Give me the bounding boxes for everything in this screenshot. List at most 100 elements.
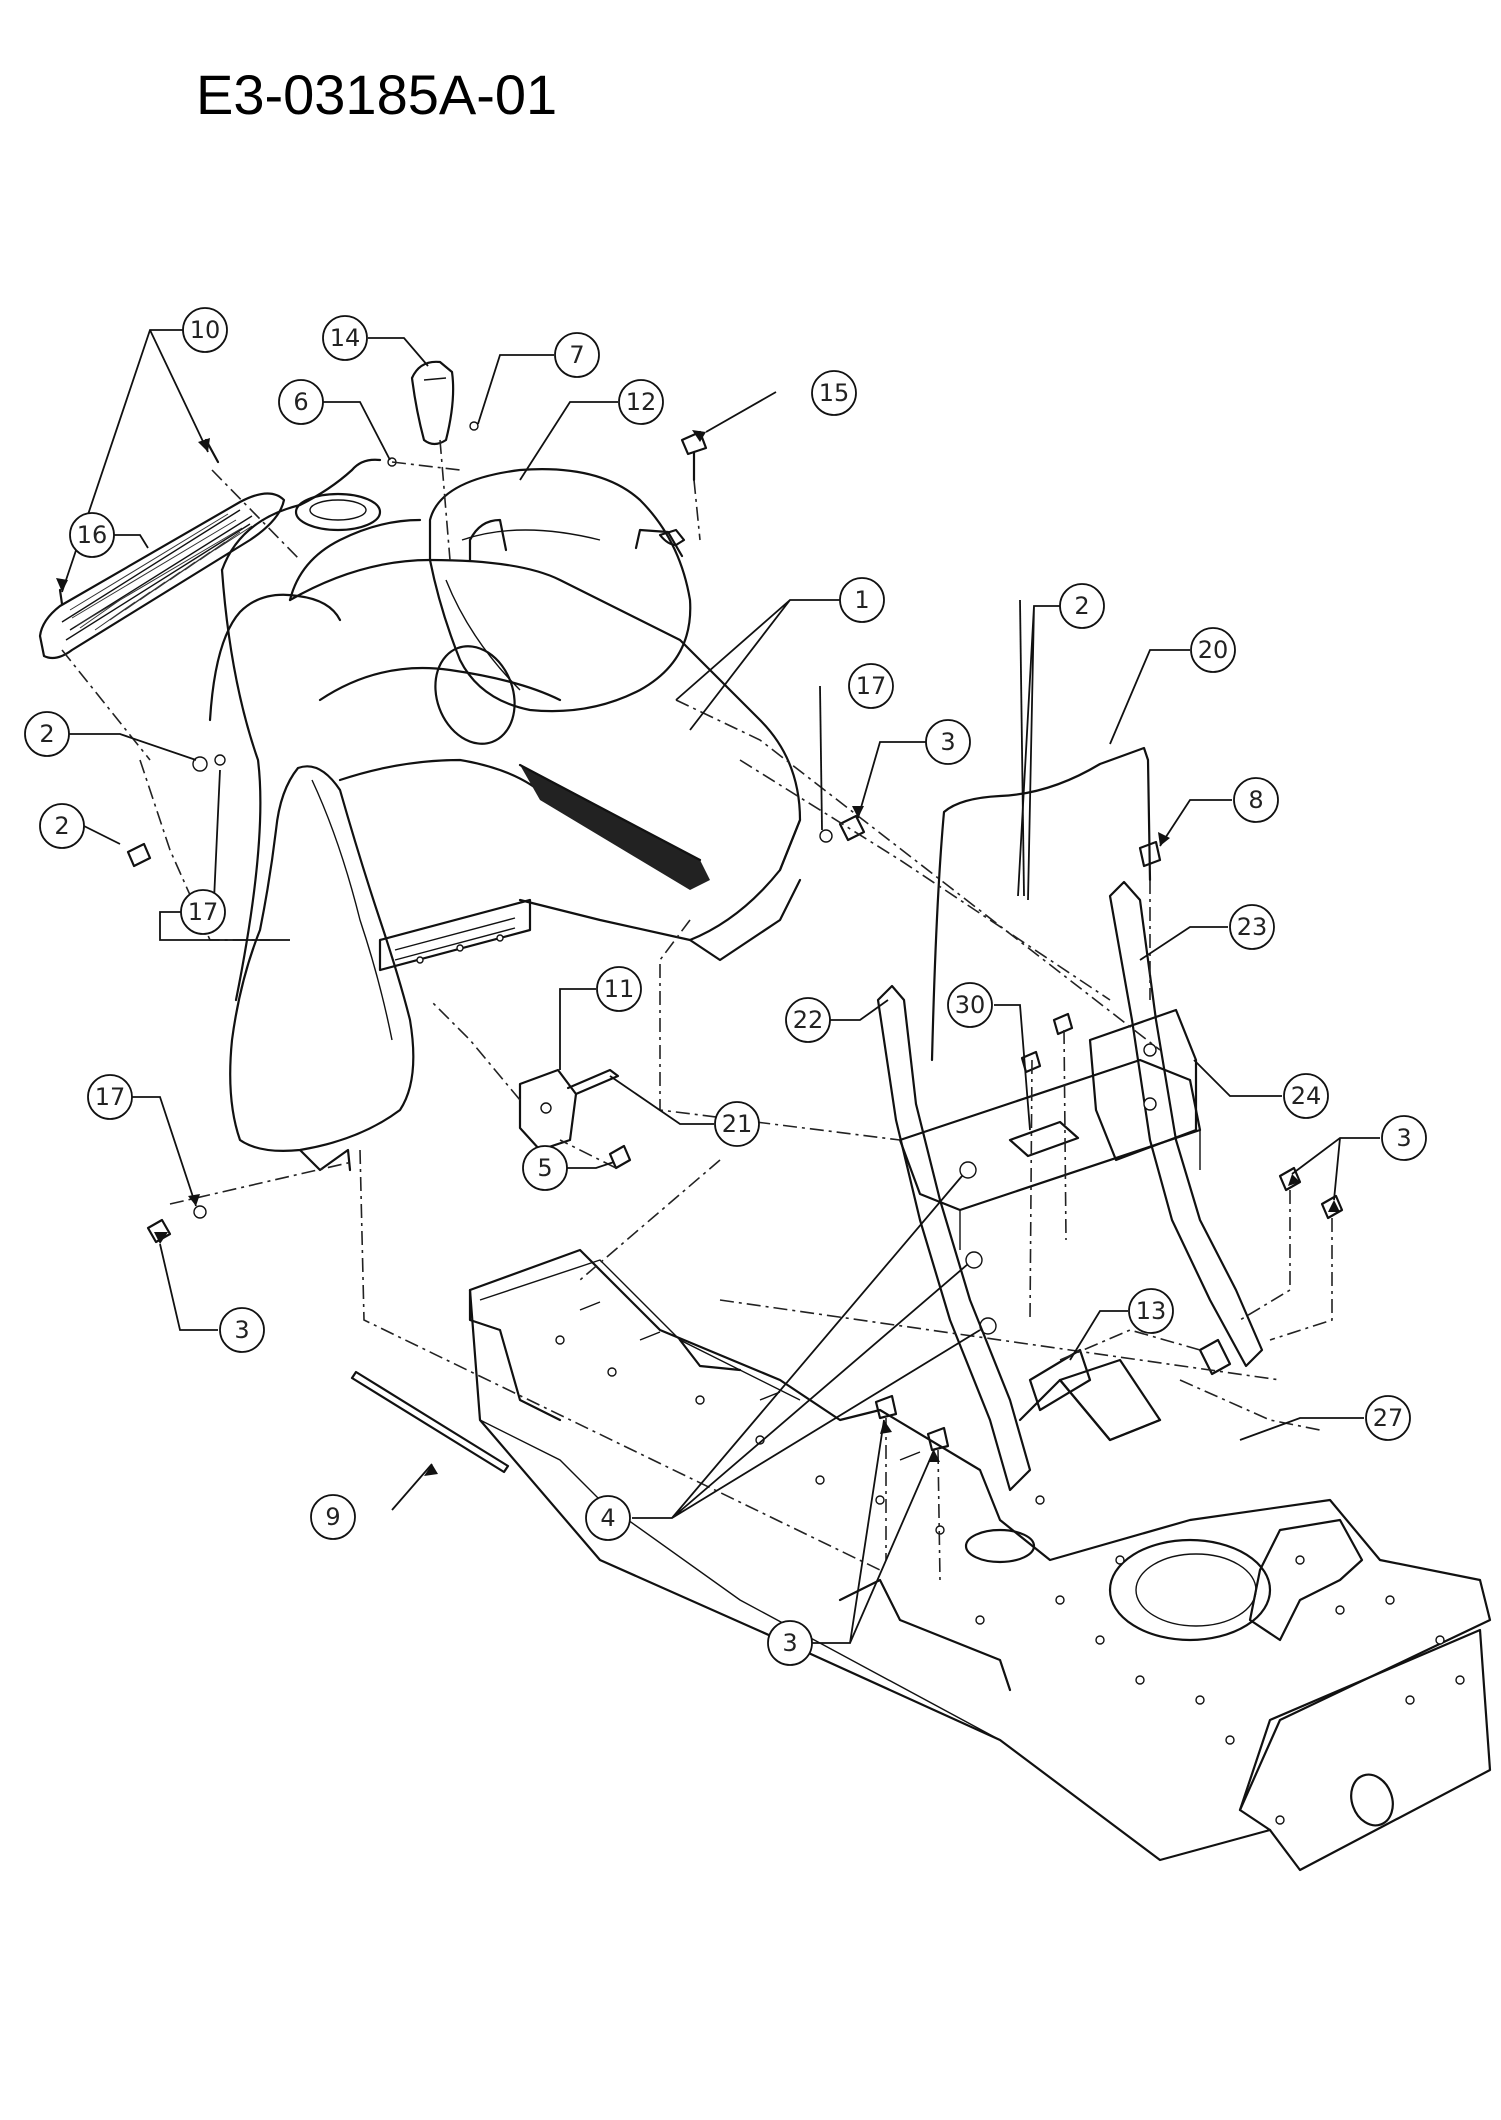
washer-7 — [469, 421, 479, 431]
frame-cutout-right — [1248, 1518, 1364, 1642]
callout-label: 30 — [955, 991, 986, 1019]
side-panel-front — [229, 765, 415, 1152]
callout-21: 21 — [714, 1101, 760, 1147]
bracket-11 — [518, 1068, 578, 1152]
callout-circle — [1283, 1073, 1329, 1119]
rail-slots — [579, 1301, 921, 1461]
bolt-3-lower-a — [874, 1394, 898, 1420]
vent-slot — [520, 765, 710, 890]
callout-circle — [947, 982, 993, 1028]
callout-label: 23 — [1237, 913, 1268, 941]
clip-2-left — [192, 756, 208, 772]
callout-8: 8 — [1233, 777, 1279, 823]
callout-circle — [785, 997, 831, 1043]
dash-left-ridge — [208, 593, 342, 722]
dash-support-post — [468, 518, 508, 562]
callout-17: 17 — [848, 663, 894, 709]
dash-body-inner — [318, 666, 562, 702]
callout-circle — [310, 1494, 356, 1540]
callout-label: 2 — [1074, 592, 1089, 620]
nut-30-b — [1052, 1012, 1074, 1036]
callout-circle — [1229, 904, 1275, 950]
fuel-cap-opening — [294, 492, 382, 532]
callout-circle — [618, 379, 664, 425]
bolt-3-right-b — [1320, 1194, 1344, 1220]
callout-circle — [767, 1620, 813, 1666]
callout-6: 6 — [278, 379, 324, 425]
callout-3: 3 — [767, 1620, 813, 1666]
bolt-3-top — [838, 814, 866, 842]
callout-22: 22 — [785, 997, 831, 1043]
callout-12: 12 — [618, 379, 664, 425]
callout-circle — [554, 332, 600, 378]
frame-rail-left — [479, 1259, 801, 1401]
cross-plate — [898, 1058, 1202, 1212]
frame-front-box — [1238, 1628, 1492, 1872]
cl-bolt-3-right-a — [1239, 1190, 1291, 1321]
cable-tie-9 — [350, 1370, 510, 1474]
dash-top-left — [220, 458, 382, 572]
nut-8 — [1138, 840, 1162, 868]
callout-circle — [278, 379, 324, 425]
lower-mount — [1058, 1358, 1162, 1442]
upright-left — [876, 984, 1032, 1492]
dash-left-flank — [220, 568, 262, 1002]
callout-circle — [925, 719, 971, 765]
callout-label: 15 — [819, 379, 850, 407]
callout-circle — [87, 1074, 133, 1120]
callout-13: 13 — [1128, 1288, 1174, 1334]
cl-bolts-3-lower — [885, 1418, 941, 1581]
bracket-13-right — [1198, 1338, 1232, 1376]
frame-oval-opening — [964, 1528, 1036, 1564]
hinge-13 — [1028, 1348, 1092, 1412]
cl-nut-30a — [1029, 1059, 1033, 1321]
washer-17-low — [193, 1205, 207, 1219]
callout-label: 12 — [626, 388, 657, 416]
callout-7: 7 — [554, 332, 600, 378]
callout-label: 2 — [39, 720, 54, 748]
frame-round-opening-inner — [1135, 1553, 1257, 1627]
callout-circle — [1233, 777, 1279, 823]
dash-body-right — [288, 558, 802, 942]
callout-circle — [596, 966, 642, 1012]
cross-plate-slot — [1008, 1120, 1080, 1158]
callout-label: 3 — [782, 1629, 797, 1657]
cl-bracket-11 — [429, 999, 521, 1101]
grille-mesh — [69, 513, 253, 631]
callout-5: 5 — [522, 1145, 568, 1191]
cl-dash-to-support-a — [675, 699, 1161, 1051]
steering-support — [876, 880, 1264, 1492]
callout-label: 3 — [940, 728, 955, 756]
callout-17: 17 — [87, 1074, 133, 1120]
leader-lines — [61, 329, 1380, 1644]
bolt-2-lower — [126, 842, 152, 868]
hood-tab — [634, 528, 684, 558]
callout-10: 10 — [182, 307, 228, 353]
cl-frame-top — [719, 1299, 1281, 1381]
grille-edge — [61, 509, 253, 641]
callout-circle — [585, 1495, 631, 1541]
callout-9: 9 — [310, 1494, 356, 1540]
throttle-knob — [410, 360, 455, 446]
callout-2: 2 — [24, 711, 70, 757]
dash-floor-holes — [394, 917, 516, 961]
dash-inner-curve — [288, 518, 422, 602]
callout-circle — [180, 889, 226, 935]
callout-circle — [522, 1145, 568, 1191]
callout-label: 8 — [1248, 786, 1263, 814]
support-plate — [1088, 1008, 1198, 1162]
callout-circle — [182, 307, 228, 353]
cl-lower-mount — [1179, 1379, 1321, 1431]
cl-bolt-3-right-b — [1269, 1218, 1333, 1341]
hood-clip — [658, 528, 686, 547]
side-panel-crease — [311, 779, 393, 1041]
callout-circle — [839, 577, 885, 623]
callout-label: 1 — [854, 586, 869, 614]
callout-label: 21 — [722, 1110, 753, 1138]
callout-1: 1 — [839, 577, 885, 623]
frame-holes — [555, 1335, 1465, 1825]
cl-bolt-3-low — [169, 1161, 353, 1205]
cl-dash-to-crossplate — [659, 919, 901, 1141]
lower-mount-edge — [1018, 1378, 1162, 1442]
